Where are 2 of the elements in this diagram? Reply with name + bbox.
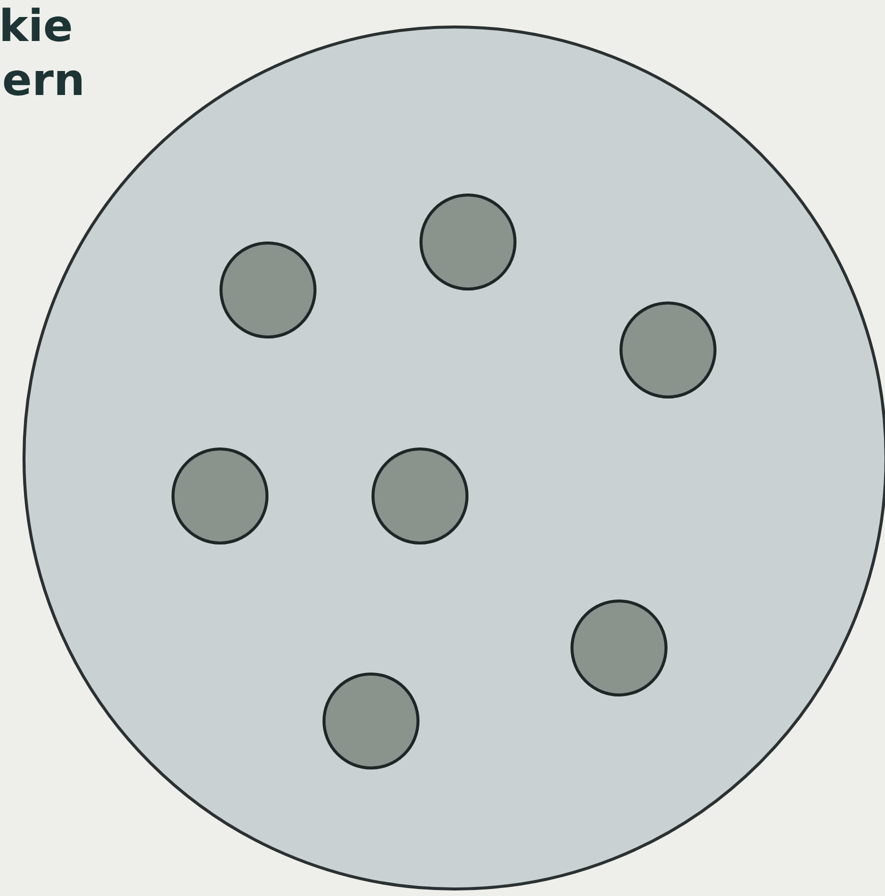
heading-text: ern: [2, 56, 85, 106]
heading-text: kie: [0, 2, 73, 52]
